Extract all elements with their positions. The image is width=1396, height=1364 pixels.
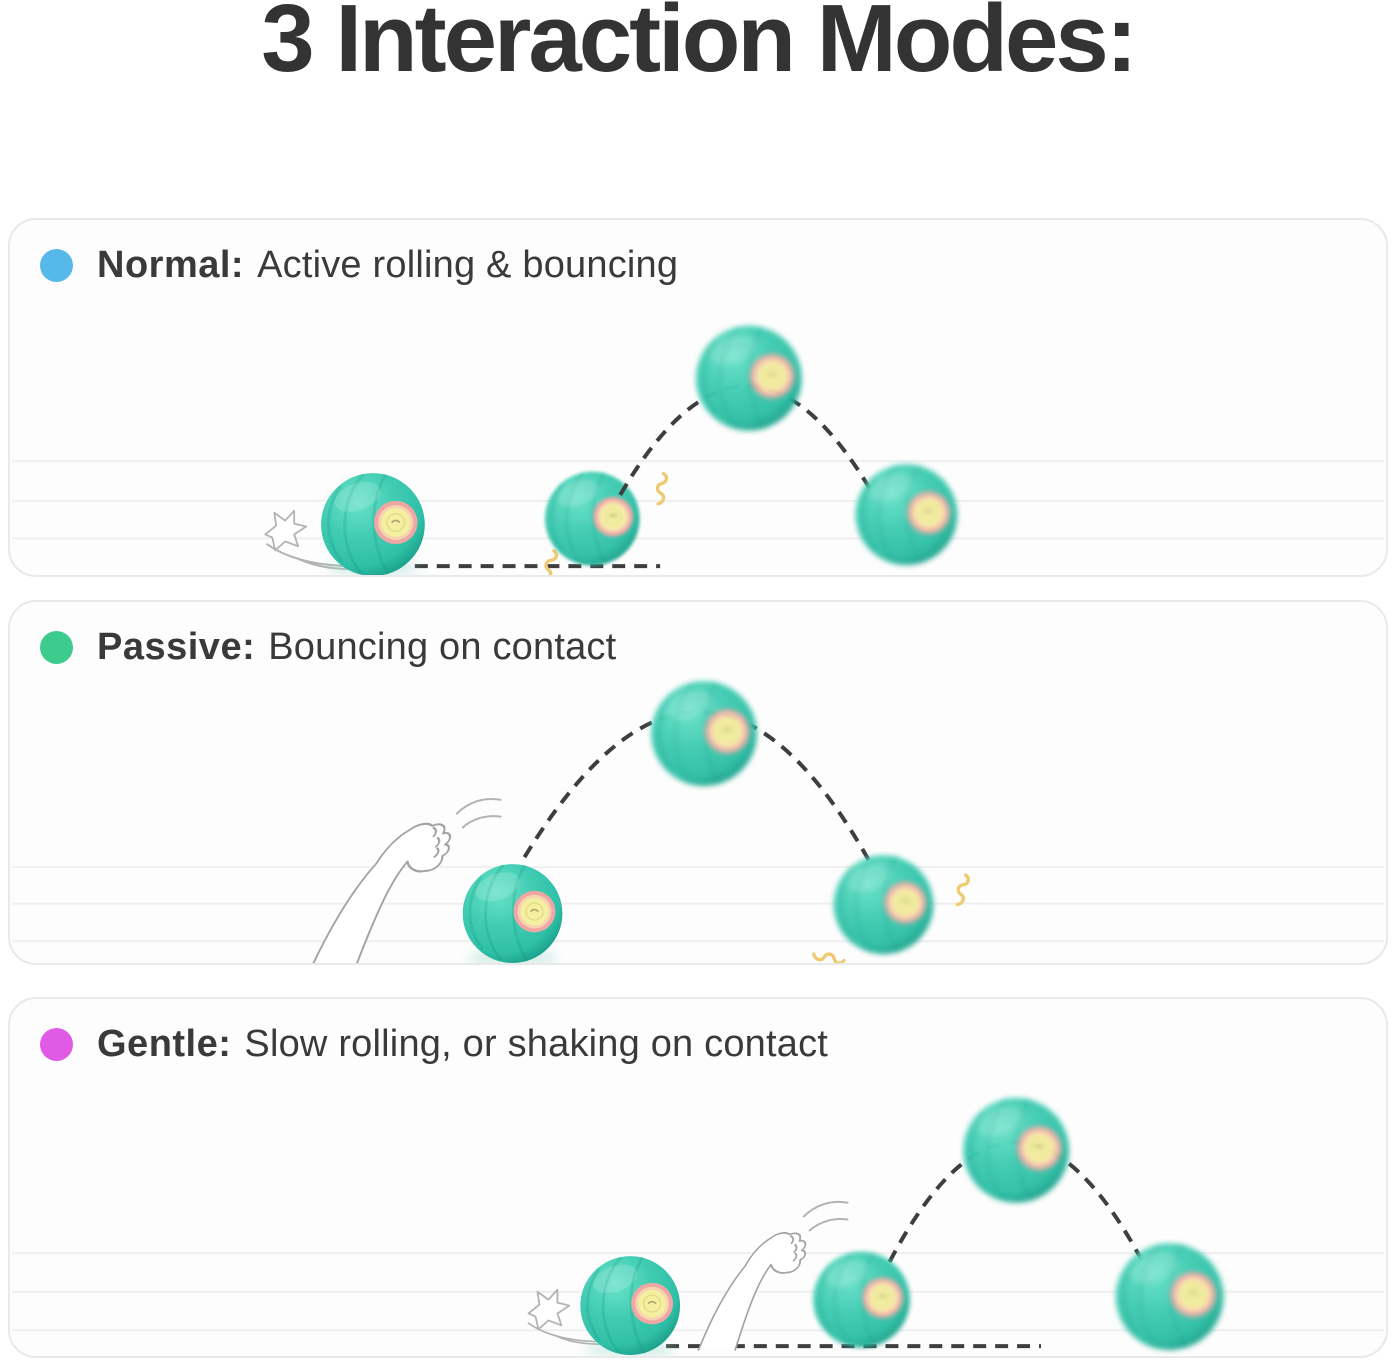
- vibration-squiggle-icon: [952, 872, 972, 908]
- pet-ball: [319, 471, 427, 575]
- mode-panel-normal: Normal: Active rolling & bouncing: [8, 218, 1388, 577]
- mode-panel-passive: Passive: Bouncing on contact: [8, 600, 1388, 965]
- mode-color-dot-blue: [40, 249, 73, 282]
- mode-header-gentle: Gentle: Slow rolling, or shaking on conta…: [40, 1023, 828, 1066]
- dust-puff-icon: [264, 509, 308, 552]
- motion-swoosh-icon: [802, 1200, 849, 1232]
- bounce-arc-trajectory: [618, 384, 876, 496]
- mode-label-gentle: Gentle:: [97, 1023, 232, 1065]
- pet-ball: [578, 1254, 682, 1356]
- vibration-squiggle-icon: [811, 949, 847, 963]
- mode-text-normal: Normal: Active rolling & bouncing: [97, 244, 678, 287]
- mode-description-normal: Active rolling & bouncing: [257, 244, 679, 286]
- mode-text-passive: Passive: Bouncing on contact: [97, 626, 616, 669]
- dust-puff-icon: [527, 1288, 571, 1331]
- mode-header-passive: Passive: Bouncing on contact: [40, 626, 616, 669]
- motion-swoosh-icon: [455, 797, 502, 829]
- mode-description-passive: Bouncing on contact: [268, 626, 617, 668]
- mode-panel-gentle: Gentle: Slow rolling, or shaking on conta…: [8, 997, 1388, 1358]
- pet-ball-blurred: [1114, 1241, 1226, 1352]
- vibration-squiggle-icon: [540, 548, 560, 575]
- mode-label-normal: Normal:: [97, 244, 245, 286]
- gentle-mode-illustration: [11, 1096, 1385, 1356]
- normal-mode-illustration: [11, 324, 1385, 575]
- mode-color-dot-green: [40, 631, 73, 664]
- pet-ball-blurred: [854, 462, 959, 567]
- mode-label-passive: Passive:: [97, 626, 256, 668]
- passive-mode-illustration: [11, 679, 1385, 963]
- mode-description-gentle: Slow rolling, or shaking on contact: [244, 1023, 829, 1065]
- pet-ball-blurred: [694, 324, 804, 433]
- mode-text-gentle: Gentle: Slow rolling, or shaking on conta…: [97, 1023, 828, 1066]
- pet-ball-blurred: [961, 1096, 1071, 1205]
- vibration-squiggle-icon: [653, 471, 669, 507]
- pet-ball: [461, 862, 564, 963]
- page-title: 3 Interaction Modes:: [261, 0, 1137, 92]
- pet-ball-blurred: [649, 679, 759, 788]
- mode-header-normal: Normal: Active rolling & bouncing: [40, 244, 678, 287]
- mode-color-dot-magenta: [40, 1028, 73, 1061]
- pet-ball-blurred: [811, 1250, 912, 1350]
- pet-ball-blurred: [832, 853, 935, 956]
